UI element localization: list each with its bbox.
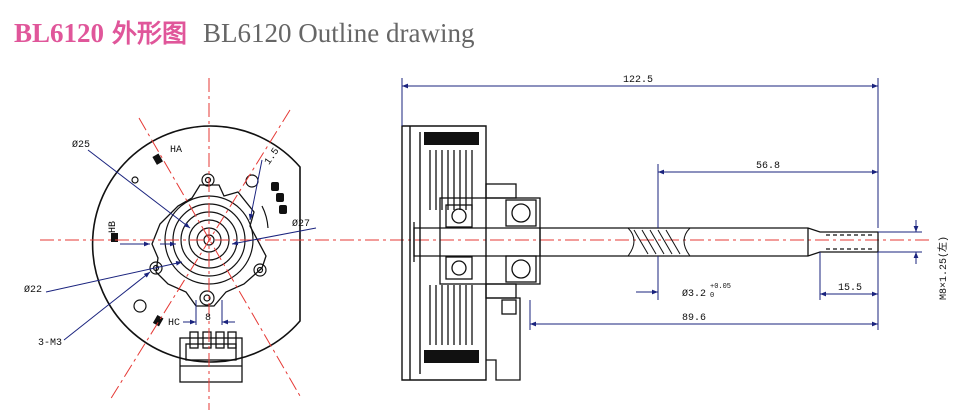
title-english: BL6120 Outline drawing [203,18,475,48]
label-overall-length: 122.5 [623,75,653,86]
label-sensor-c: HC [168,318,180,329]
front-centerlines [40,78,930,410]
side-dimensions [401,78,922,330]
label-dim-15-5: 15.5 [838,283,862,294]
label-dim-89-6: 89.6 [682,313,706,324]
title-chinese: 外形图 [112,19,188,48]
label-mount-holes: 3-M3 [38,338,62,349]
label-dim-1-5: 1.5 [263,146,282,167]
slot-arc [261,205,269,229]
label-phi25: Ø25 [72,139,90,151]
label-dim-8: 8 [205,313,211,324]
label-thread: M8×1.25(左) [936,236,950,300]
label-phi27: Ø27 [292,218,310,230]
side-view: 122.5 56.8 Ø3.2 +0.05 0 15.5 89.6 M8×1.2… [401,75,950,381]
shaft [413,222,879,262]
mounting-holes [149,173,267,306]
winding-blocks [424,132,479,363]
label-sensor-b: HB [108,221,119,233]
shaft-section-hatch [627,227,691,257]
front-dimensions [45,149,317,341]
mounting-flange [151,184,267,307]
stator-laminations [429,150,473,345]
connector-housing [179,331,243,383]
label-shaft-dia: Ø3.2 [682,288,706,300]
label-shaft-tol: +0.05 [710,283,731,291]
title-model: BL6120 [14,18,105,48]
label-phi22: Ø22 [24,284,42,296]
label-dim-56-8: 56.8 [756,161,780,172]
rotor-housing [401,125,487,381]
label-sensor-a: HA [170,145,182,156]
label-shaft-tol-low: 0 [710,292,714,300]
page-title: BL6120 外形图 BL6120 Outline drawing [14,14,475,54]
